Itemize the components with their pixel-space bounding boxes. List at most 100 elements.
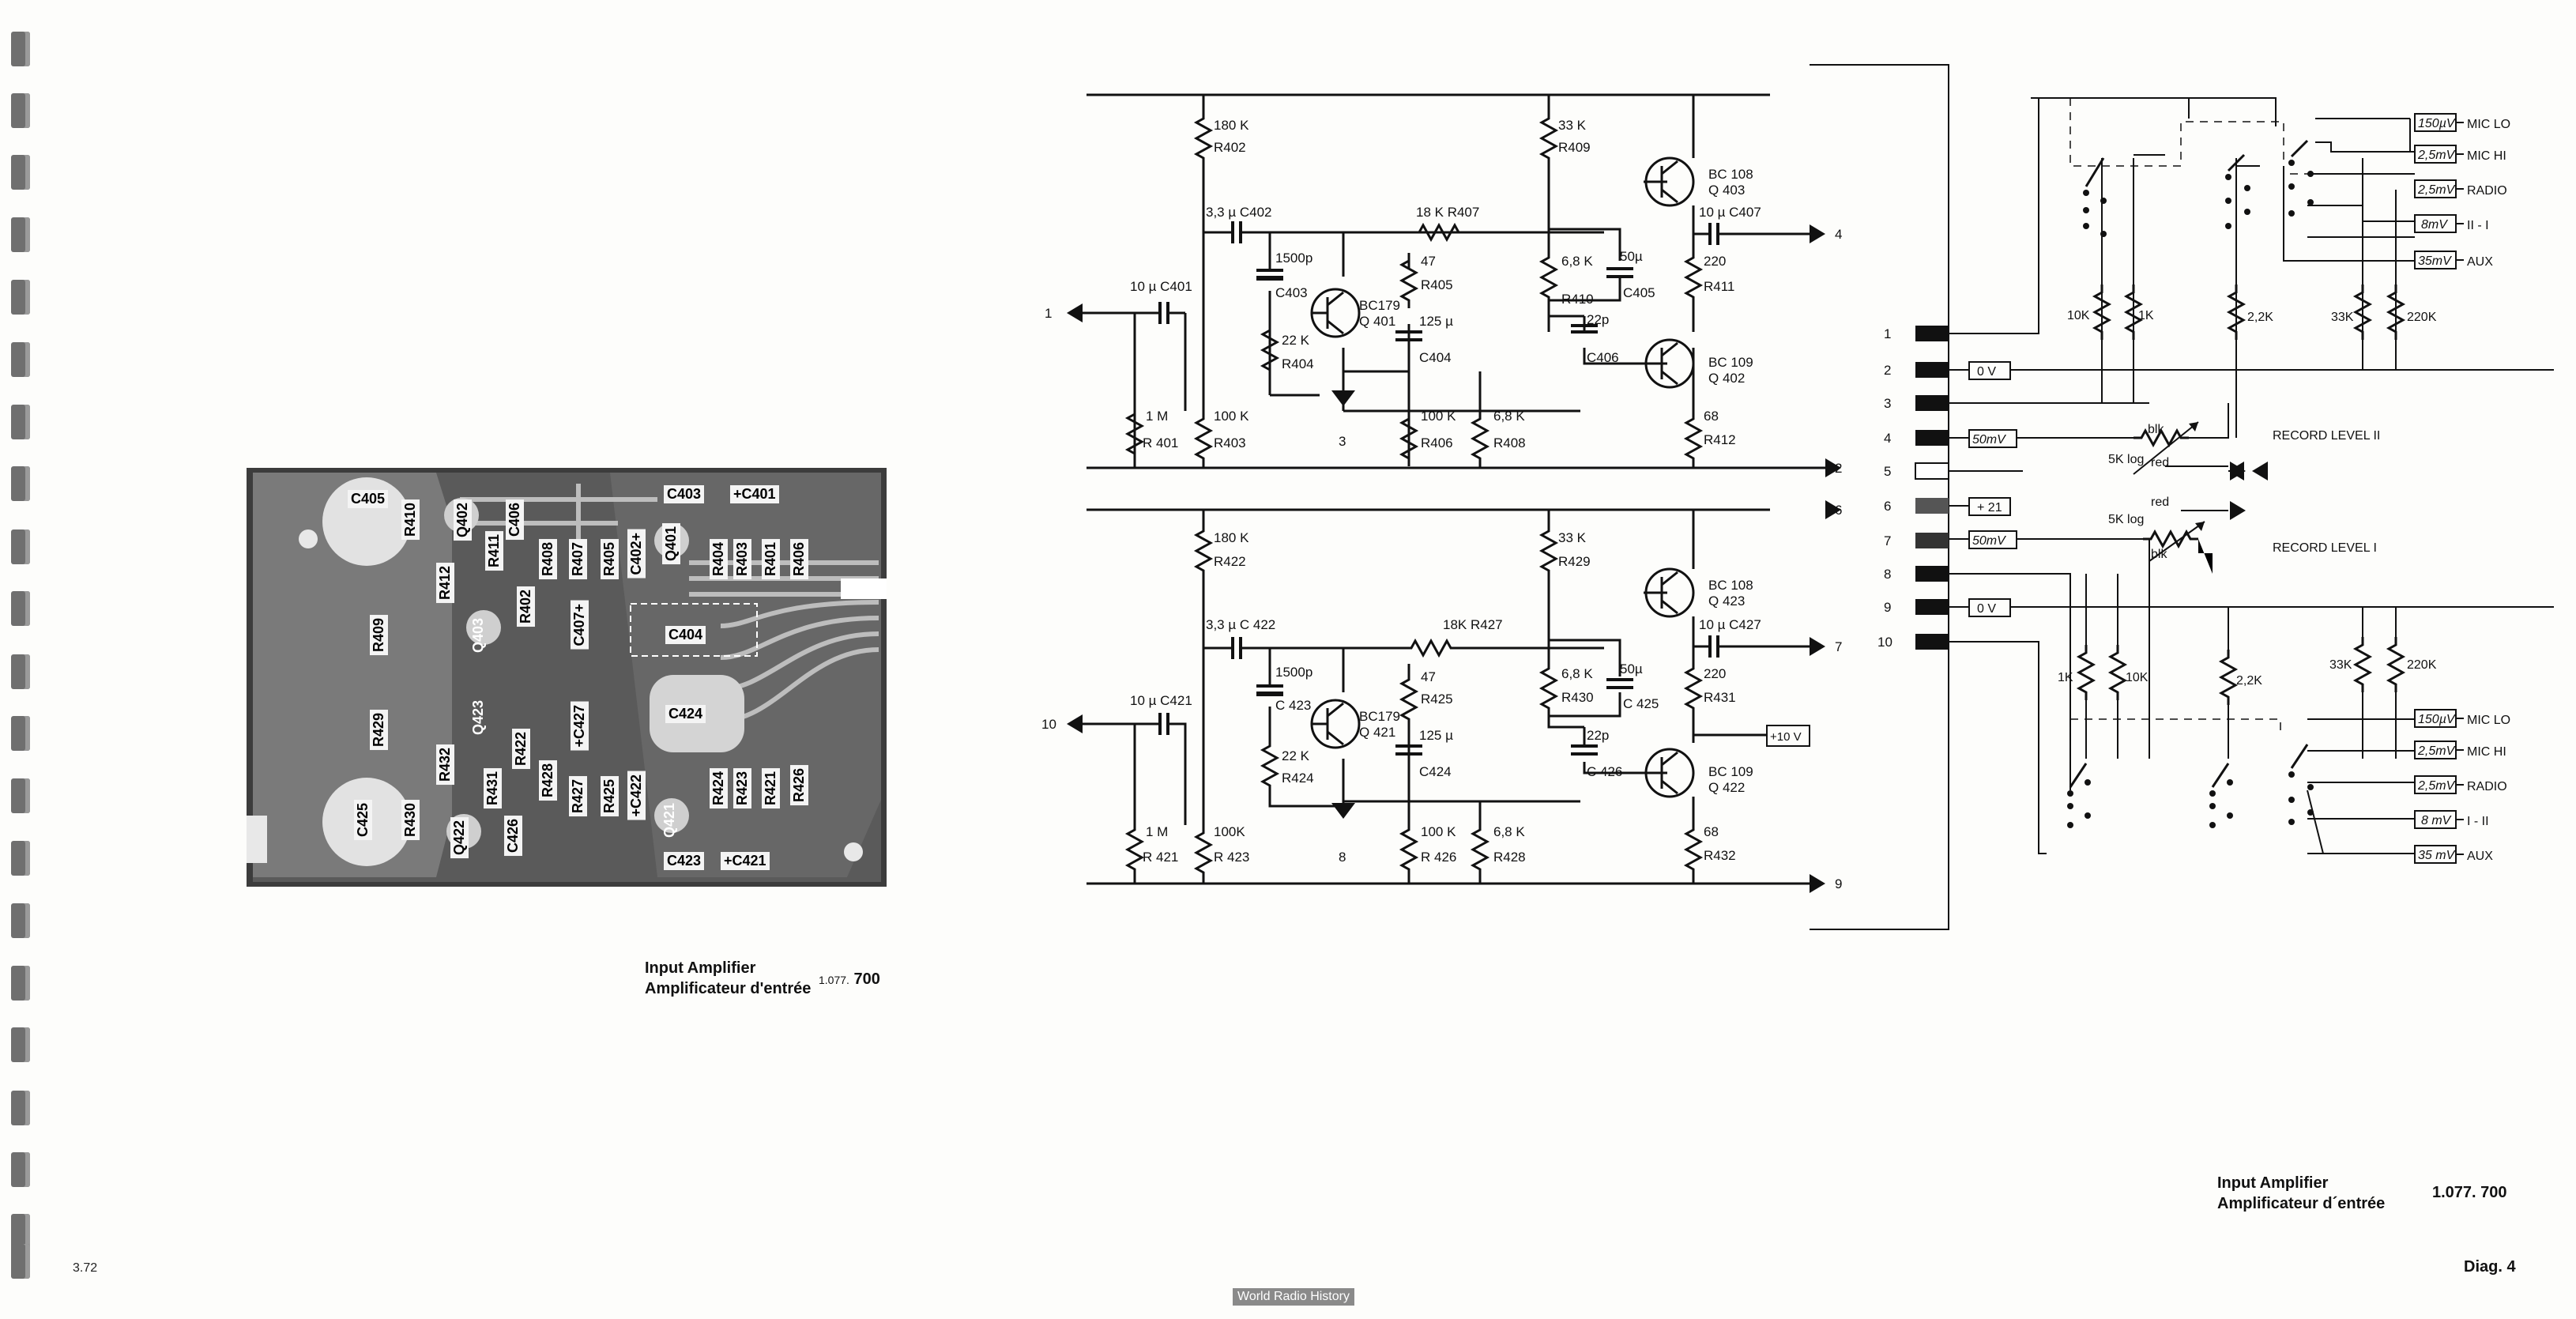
pcb-label-c421: +C421 xyxy=(721,852,770,870)
label-r408-value: 6,8 K xyxy=(1493,409,1525,424)
label-r405-value: 47 xyxy=(1421,254,1436,269)
label-q401-type: BC179 xyxy=(1359,298,1400,313)
binder-hole xyxy=(11,32,30,66)
bottom-switch-wipers xyxy=(2069,744,2309,788)
label-c404-ref: C404 xyxy=(1419,350,1452,365)
terminal-arrow-6 xyxy=(1825,500,1841,519)
terminal-arrow-1 xyxy=(1067,303,1083,322)
label-r430-ref: R430 xyxy=(1561,690,1594,705)
label-c424-ref: C424 xyxy=(1419,764,1452,779)
label-c423-value: 1500p xyxy=(1275,665,1312,680)
label-q422-type: BC 109 xyxy=(1708,764,1753,779)
resistor-r423 xyxy=(1195,823,1212,882)
level-top-4: 35mV xyxy=(2418,254,2452,268)
diagram-number: Diag. 4 xyxy=(2464,1258,2516,1276)
label-r425-value: 47 xyxy=(1421,669,1436,684)
label-2-2k-top: 2,2K xyxy=(2247,311,2273,324)
resistor-r411 xyxy=(1685,248,1702,307)
label-c407: 10 µ C407 xyxy=(1699,205,1761,220)
photo-caption-en: Input Amplifier xyxy=(645,959,756,977)
supply-box xyxy=(1766,725,1810,747)
label-r403-value: 100 K xyxy=(1214,409,1249,424)
label-r421-value: 1 M xyxy=(1146,824,1168,839)
source-top-0: MIC LO xyxy=(2467,118,2510,131)
watermark: World Radio History xyxy=(1233,1288,1354,1306)
resistor-r405 xyxy=(1400,251,1418,310)
label-r404-ref: R404 xyxy=(1282,356,1314,371)
label-q422-ref: Q 422 xyxy=(1708,780,1745,795)
label-r412-value: 68 xyxy=(1704,409,1719,424)
label-c405-value: 50µ xyxy=(1620,249,1643,264)
pcb-photo: C405 Q402 R410 R411 C406 R412 C403 +C401… xyxy=(247,468,887,887)
source-bottom-1: MIC HI xyxy=(2467,745,2506,759)
label-r424-ref: R424 xyxy=(1282,771,1314,786)
label-c425-value: 50µ xyxy=(1620,661,1643,676)
resistor-r403 xyxy=(1195,409,1212,468)
label-r410-value: 6,8 K xyxy=(1561,254,1593,269)
label-r424-value: 22 K xyxy=(1282,748,1310,763)
pot-bottom-red: red xyxy=(2151,496,2169,509)
lower-transistors xyxy=(1310,567,1695,798)
binder-hole xyxy=(11,280,30,315)
connector-value-p7: 50mV xyxy=(1972,534,2006,548)
label-q423-type: BC 108 xyxy=(1708,578,1753,593)
label-ground-3: 3 xyxy=(1339,434,1346,449)
resistor-2-2k-bottom xyxy=(2220,648,2237,707)
pot-top-value: 5K log xyxy=(2108,453,2144,466)
label-r408-ref: R408 xyxy=(1493,435,1526,450)
connector-label-5: 5 xyxy=(1884,464,1891,479)
label-q402-type: BC 109 xyxy=(1708,355,1753,370)
binder-hole xyxy=(11,1091,30,1125)
label-r428-ref: R428 xyxy=(1493,850,1526,865)
binder-hole xyxy=(11,529,30,564)
label-c405-ref: C405 xyxy=(1623,285,1655,300)
label-c426-ref: C 426 xyxy=(1587,764,1622,779)
binder-hole xyxy=(11,1152,30,1187)
label-33k-bottom: 33K xyxy=(2329,658,2352,672)
label-r430-value: 6,8 K xyxy=(1561,666,1593,681)
resistor-r402 xyxy=(1195,109,1212,168)
photo-caption-fr: Amplificateur d'entrée xyxy=(645,980,812,997)
photo-doc-prefix: 1.077. xyxy=(819,974,849,986)
pot-bottom-blk: blk xyxy=(2151,548,2167,561)
connector-pin-4 xyxy=(1915,430,1949,446)
upper-capacitors xyxy=(1158,221,1719,341)
label-r411-ref: R411 xyxy=(1704,279,1734,294)
terminal-arrow-2 xyxy=(1825,458,1841,477)
pot-bottom-label: RECORD LEVEL I xyxy=(2273,541,2377,555)
binder-hole xyxy=(11,155,30,190)
top-switch-wiring xyxy=(2031,97,2415,438)
binder-hole xyxy=(11,1027,30,1062)
resistor-10k-bottom xyxy=(2109,643,2126,702)
label-r429-value: 33 K xyxy=(1558,530,1587,545)
resistor-r431 xyxy=(1685,659,1702,718)
resistor-r425 xyxy=(1400,670,1418,729)
source-top-3: II - I xyxy=(2467,219,2489,232)
schematic-caption-en: Input Amplifier xyxy=(2217,1174,2329,1192)
binder-hole xyxy=(11,716,30,751)
label-ground-8: 8 xyxy=(1339,850,1346,865)
label-r432-value: 68 xyxy=(1704,824,1719,839)
level-top-1: 2,5mV xyxy=(2417,149,2456,162)
binder-hole xyxy=(11,405,30,439)
label-c425-ref: C 425 xyxy=(1623,696,1659,711)
pcb-label-c401: +C401 xyxy=(730,485,779,503)
terminal-label-9: 9 xyxy=(1835,876,1842,891)
label-1k-bottom: 1K xyxy=(2058,671,2073,684)
pcb-label-c405: C405 xyxy=(348,490,389,508)
label-r412-ref: R412 xyxy=(1704,432,1736,447)
terminal-label-10: 10 xyxy=(1041,717,1056,732)
level-bottom-1: 2,5mV xyxy=(2417,744,2456,758)
binder-hole xyxy=(11,466,30,501)
label-c406-value: 22p xyxy=(1587,312,1609,327)
pcb-label-c404: C404 xyxy=(665,626,706,644)
schematic-doc-number: 1.077. 700 xyxy=(2432,1184,2507,1201)
label-q403-ref: Q 403 xyxy=(1708,183,1745,198)
connector-pin-10 xyxy=(1915,634,1949,650)
terminal-arrow-7 xyxy=(1810,637,1825,656)
connector-pin-7 xyxy=(1915,533,1949,548)
binder-hole xyxy=(11,1214,30,1249)
pot-labels: 5K log blk red RECORD LEVEL II 5K log re… xyxy=(2108,423,2380,561)
resistor-r424 xyxy=(1261,737,1279,795)
level-bottom-0: 150µV xyxy=(2418,713,2456,726)
